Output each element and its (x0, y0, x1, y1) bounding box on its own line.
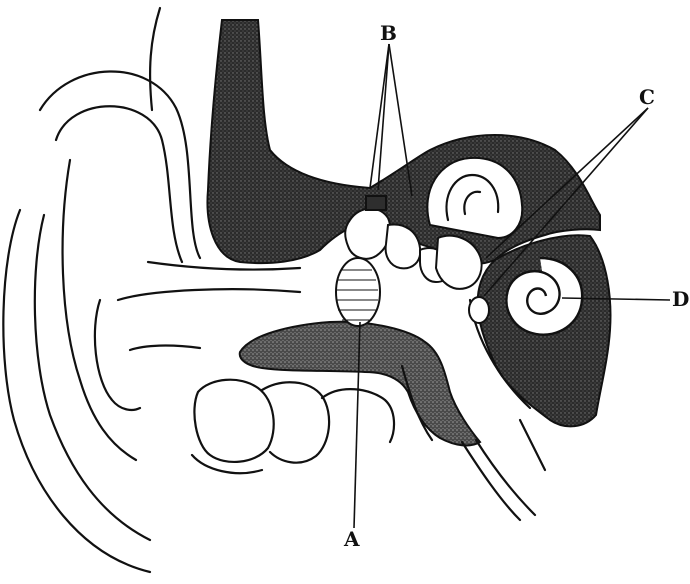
label-a: A (343, 527, 360, 551)
label-d: D (672, 287, 689, 311)
label-b: B (380, 21, 397, 45)
jaw-outline (194, 380, 394, 463)
label-c: C (639, 85, 655, 109)
eardrum (336, 258, 380, 326)
